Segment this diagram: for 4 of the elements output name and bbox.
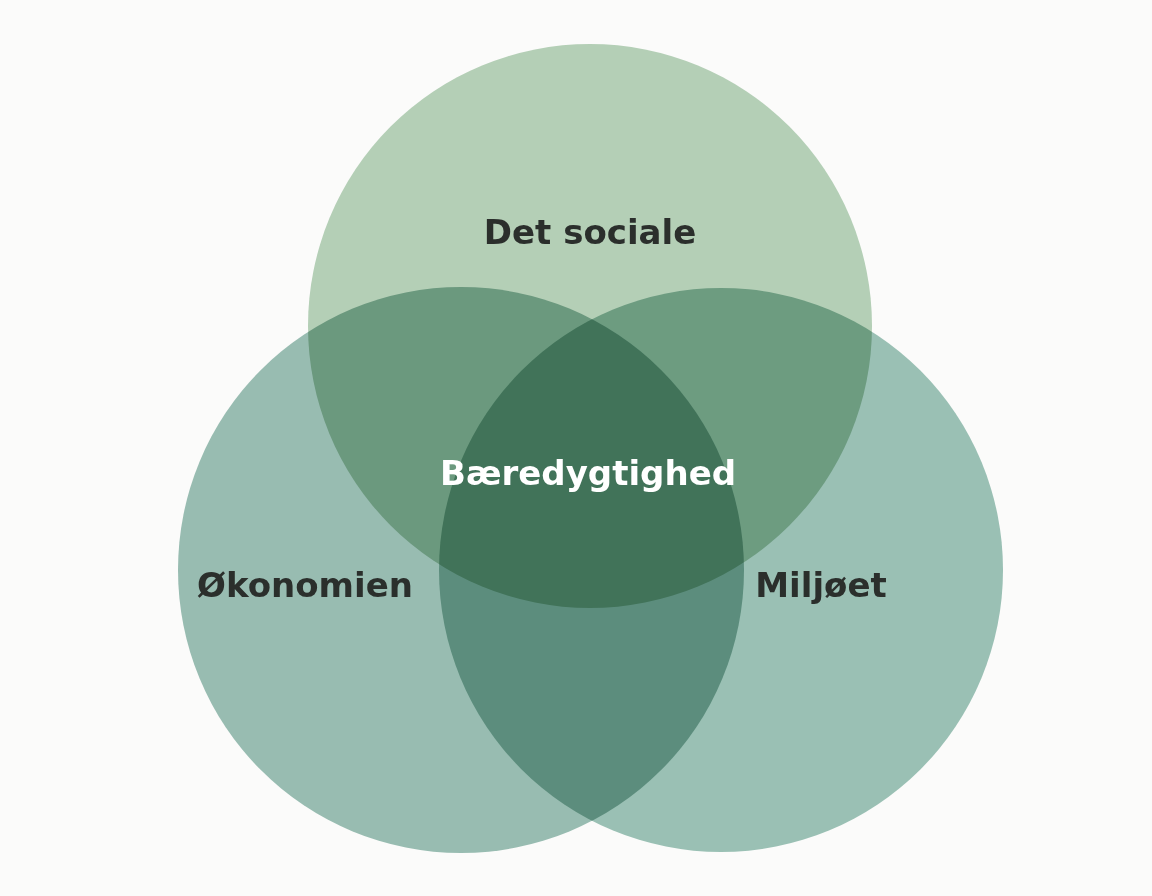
circle-label: Økonomien [197, 565, 413, 605]
intersection-label: Bæredygtighed [439, 453, 737, 493]
circle-label: Miljøet [755, 565, 887, 605]
circle-label: Det sociale [483, 212, 697, 252]
